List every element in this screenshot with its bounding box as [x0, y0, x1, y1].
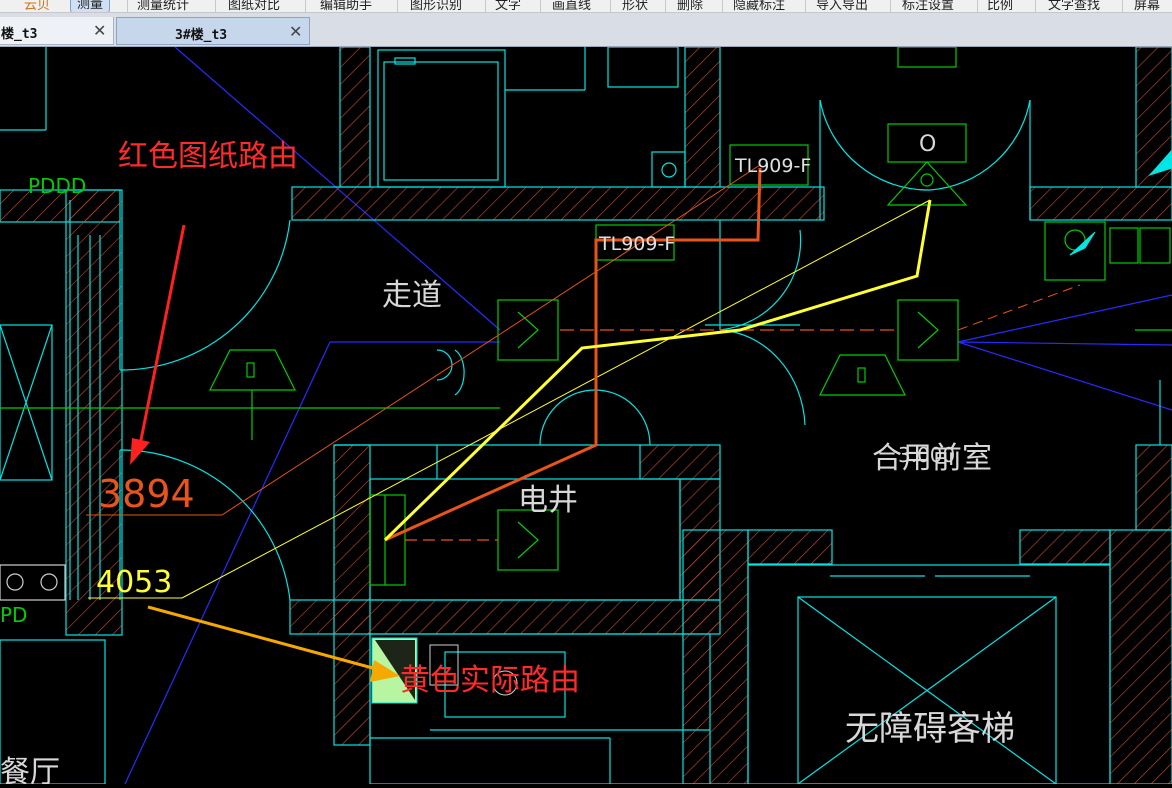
- cad-canvas[interactable]: 红色图纸路由 黄色实际路由 走道 合用前室 电井 无障碍客梯 餐厅 TL909-…: [0, 46, 1172, 788]
- pipe-circles: [0, 564, 66, 601]
- floor-plan-drawing: 红色图纸路由 黄色实际路由 走道 合用前室 电井 无障碍客梯 餐厅 TL909-…: [0, 46, 1172, 788]
- menu-item-compare[interactable]: 图纸对比: [228, 0, 281, 13]
- close-icon[interactable]: ✕: [289, 22, 303, 41]
- menu-item-scale[interactable]: 比例: [987, 0, 1014, 13]
- menu-separator: [485, 0, 486, 12]
- cyan-walls: [0, 46, 1161, 785]
- annotation-red-route: 红色图纸路由: [118, 139, 298, 174]
- room-label-elevator: 无障碍客梯: [845, 709, 1015, 749]
- tab-label: 3#楼_t3: [175, 28, 228, 43]
- thin-route-lines: [86, 164, 1081, 599]
- annotation-arrows: [130, 224, 400, 682]
- room-label-hall: 餐厅: [0, 755, 60, 784]
- tag-tl909-lower: TL909-F: [598, 233, 675, 255]
- menu-separator: [127, 0, 128, 12]
- menu-item-delete[interactable]: 删除: [677, 0, 704, 13]
- menu-item-measure-stats[interactable]: 测量统计: [137, 0, 190, 13]
- menu-separator: [610, 0, 611, 12]
- room-label-lobby: 合用前室: [872, 441, 992, 476]
- light-green-fixture: [371, 637, 518, 704]
- menu-separator: [1122, 0, 1123, 12]
- green-symbols: [0, 46, 1172, 586]
- menu-separator: [215, 0, 216, 12]
- menu-item-line[interactable]: 画直线: [552, 0, 592, 13]
- elevation-lobby: 3.000: [898, 443, 955, 467]
- document-tab-bar: 楼_t3 ✕ 3#楼_t3 ✕: [0, 13, 1172, 47]
- menu-item-mark-settings[interactable]: 标注设置: [902, 0, 955, 13]
- hatched-walls: [0, 46, 1172, 785]
- menu-item-import-export[interactable]: 导入导出: [816, 0, 869, 13]
- menu-item-text[interactable]: 文字: [495, 0, 522, 13]
- menu-separator: [977, 0, 978, 12]
- label-o: O: [919, 132, 936, 157]
- menu-item-shape[interactable]: 形状: [622, 0, 649, 13]
- menu-separator: [890, 0, 891, 12]
- menu-separator: [722, 0, 723, 12]
- tab-drawing-2[interactable]: 3#楼_t3 ✕: [116, 17, 310, 45]
- menu-separator: [540, 0, 541, 12]
- label-pd: PD: [0, 603, 27, 627]
- dimension-yellow-4053: 4053: [96, 565, 172, 600]
- menu-separator: [1035, 0, 1036, 12]
- dimension-red-3894: 3894: [98, 472, 195, 516]
- menu-separator: [805, 0, 806, 12]
- menu-item-measure[interactable]: 测量: [70, 0, 111, 12]
- label-pddd: PDDD: [28, 174, 86, 198]
- annotation-yellow-route: 黄色实际路由: [400, 663, 580, 698]
- menu-separator: [665, 0, 666, 12]
- menu-item-recognize[interactable]: 图形识别: [410, 0, 463, 13]
- tag-tl909-upper: TL909-F: [734, 155, 811, 177]
- tab-label: 楼_t3: [1, 27, 38, 42]
- menu-item-yunbei[interactable]: 云贝: [24, 0, 51, 13]
- menu-item-edit-helper[interactable]: 编辑助手: [320, 0, 373, 13]
- yellow-actual-route: [383, 199, 932, 542]
- menu-bar: 云贝 测量 测量统计 图纸对比 编辑助手 图形识别 文字 画直线 形状 删除 隐…: [0, 0, 1172, 13]
- menu-item-hide-marks[interactable]: 隐藏标注: [733, 0, 786, 13]
- red-drawing-route: [384, 167, 762, 542]
- room-label-shaft: 电井: [518, 483, 578, 518]
- menu-separator: [397, 0, 398, 12]
- tab-drawing-1[interactable]: 楼_t3 ✕: [0, 17, 114, 45]
- room-label-corridor: 走道: [382, 278, 442, 313]
- cyan-markers: [1069, 149, 1172, 256]
- menu-item-screen[interactable]: 屏幕: [1134, 0, 1161, 13]
- menu-item-text-search[interactable]: 文字查找: [1048, 0, 1101, 13]
- close-icon[interactable]: ✕: [93, 21, 107, 40]
- menu-separator: [305, 0, 306, 12]
